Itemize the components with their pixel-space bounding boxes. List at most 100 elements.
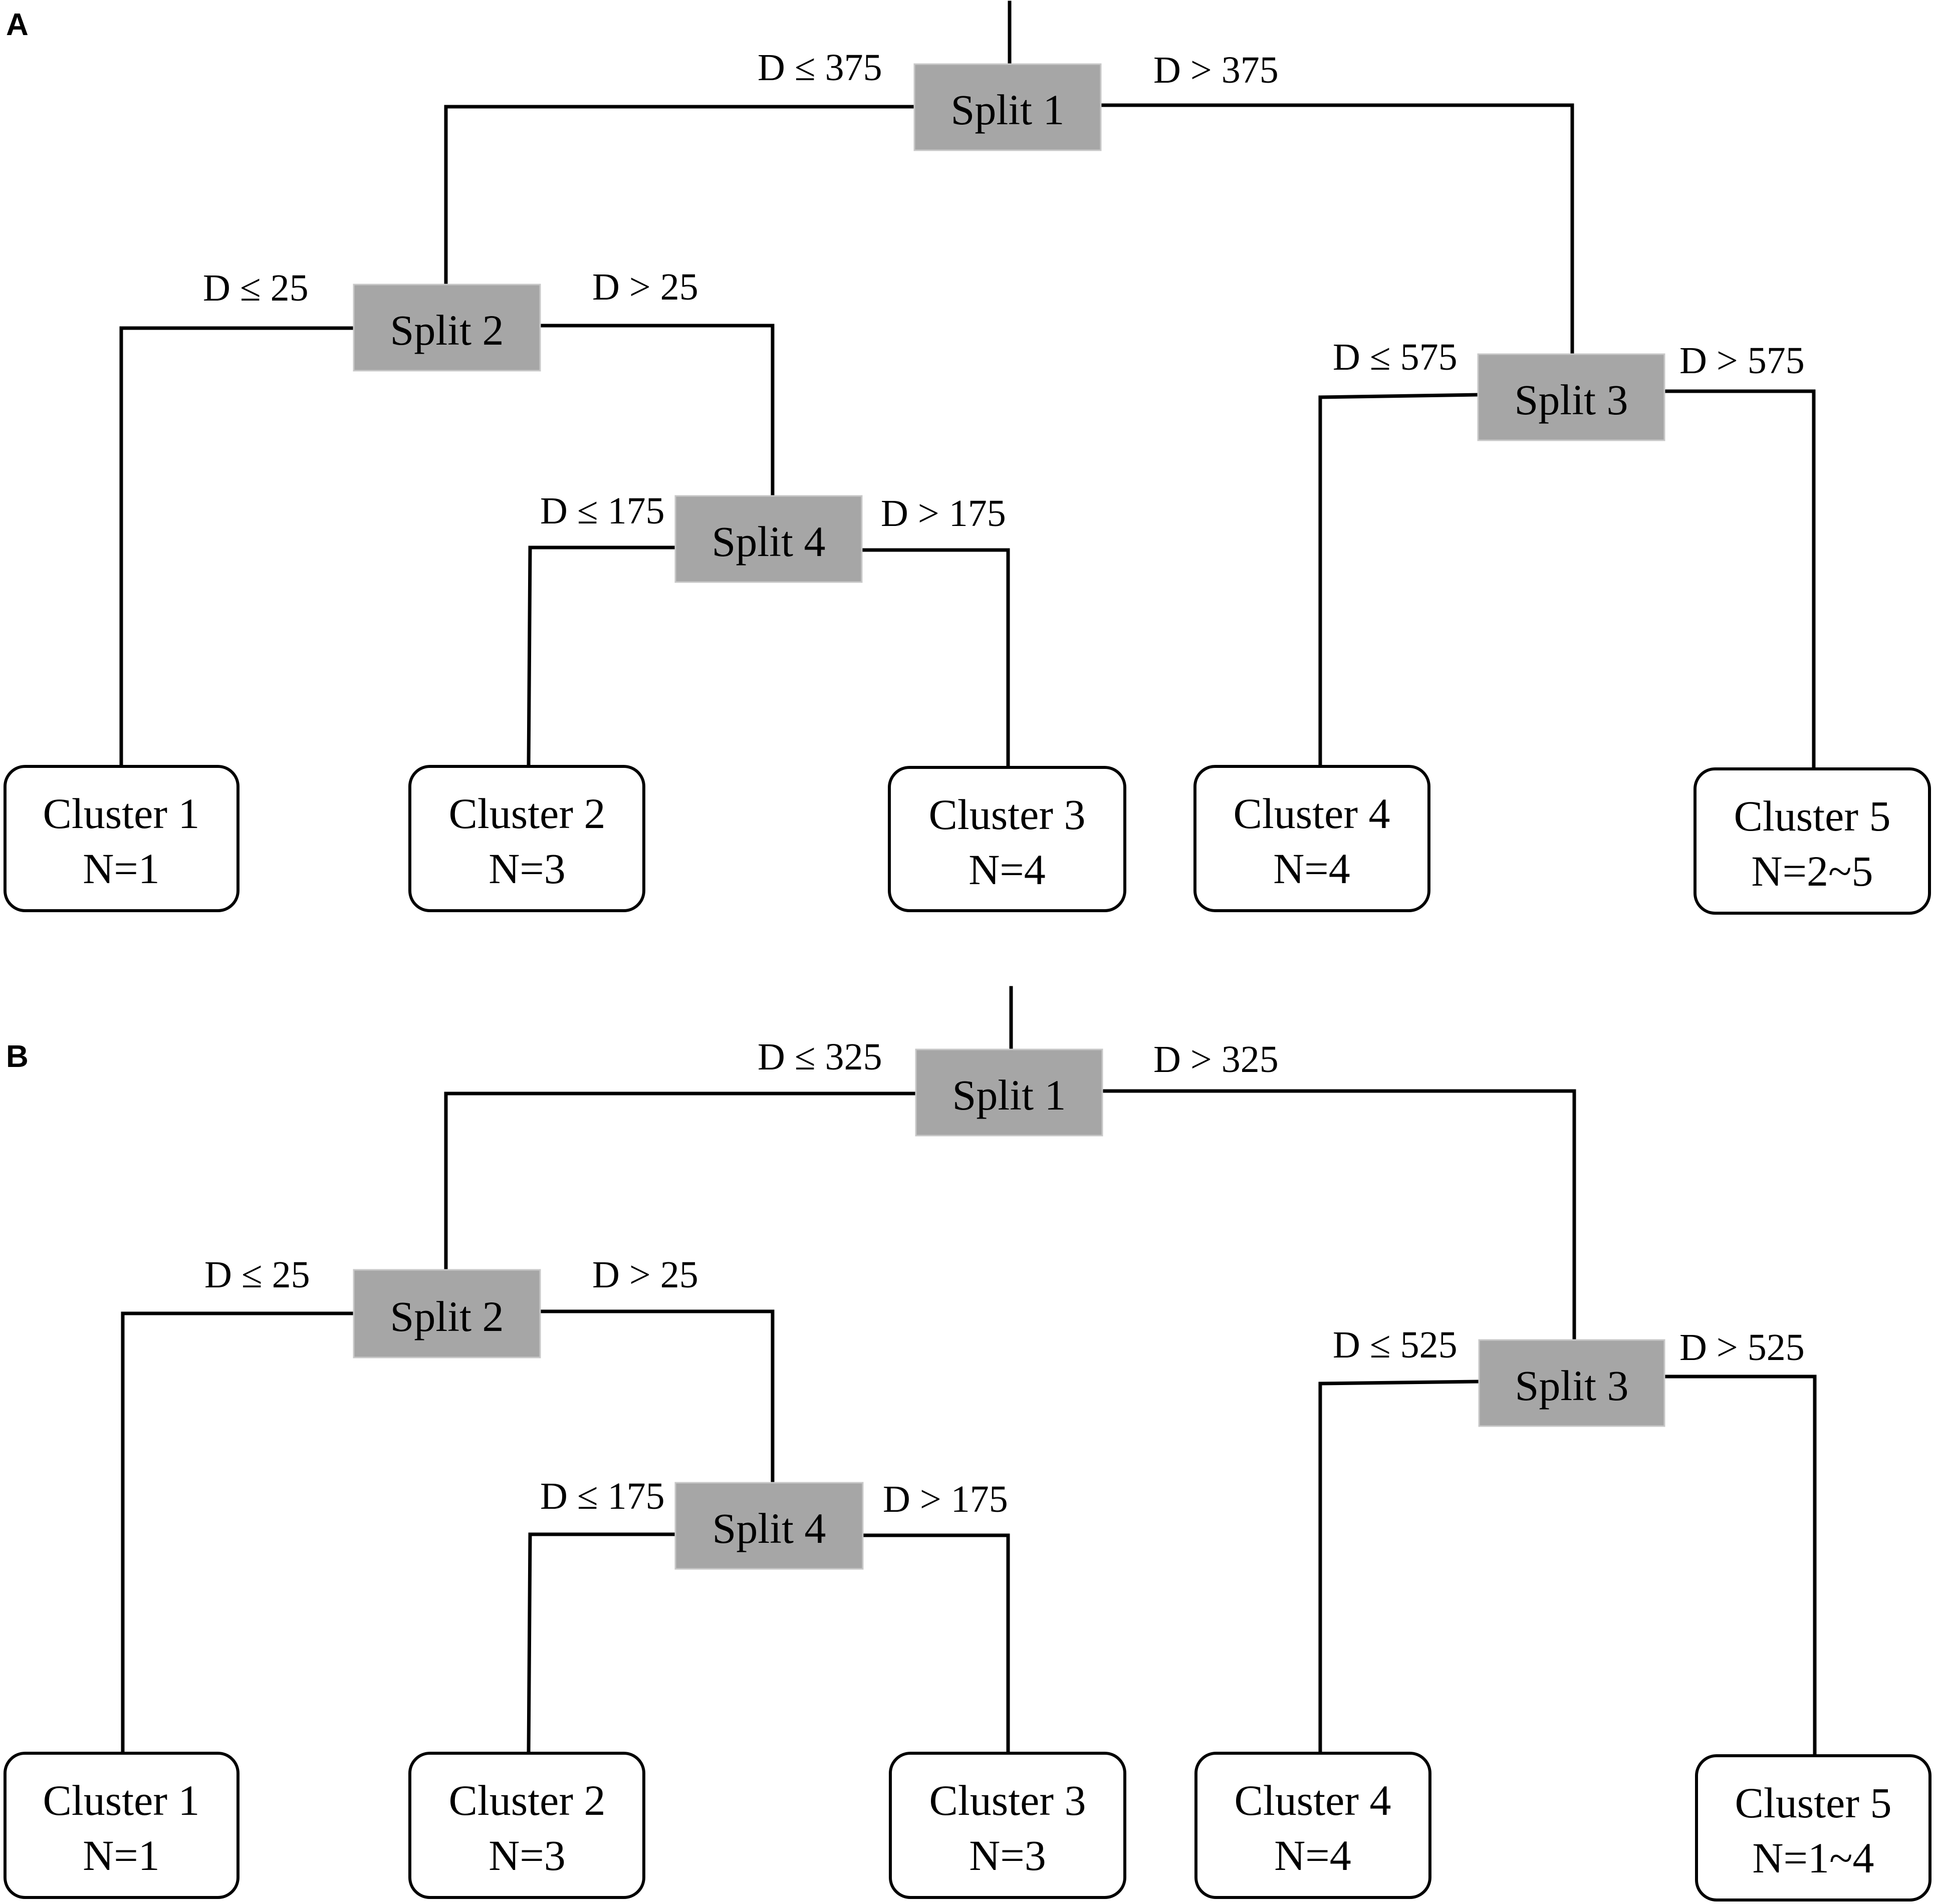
- cluster-name: Cluster 2: [449, 1776, 606, 1824]
- edge-label: D ≤ 25: [203, 267, 309, 309]
- split-node: Split 3: [1478, 1339, 1665, 1427]
- cluster-count: N=2~5: [1751, 847, 1873, 895]
- cluster-name: Cluster 4: [1235, 1776, 1391, 1824]
- split-label: Split 3: [1515, 1362, 1628, 1410]
- cluster-count: N=3: [489, 845, 566, 893]
- edge-label: D > 25: [592, 266, 698, 308]
- split-node: Split 1: [913, 63, 1102, 151]
- cluster-count: N=1~4: [1752, 1834, 1874, 1882]
- edge-label: D > 525: [1679, 1326, 1805, 1369]
- split-box: [915, 1048, 1103, 1137]
- cluster-count: N=4: [1274, 1831, 1351, 1879]
- edge-label: D ≤ 375: [758, 47, 882, 89]
- split-node: Split 4: [674, 495, 863, 583]
- edge-label: D > 175: [883, 1478, 1008, 1520]
- cluster-box: [4, 1752, 239, 1899]
- cluster-name: Cluster 5: [1734, 792, 1891, 840]
- split3-left-branch: [1318, 393, 1480, 768]
- edge-label: D ≤ 325: [758, 1036, 882, 1078]
- split3-right-branch: [1661, 389, 1816, 771]
- split-node: Split 2: [353, 1269, 541, 1358]
- split-box: [1478, 1339, 1665, 1427]
- tree-connectors: [119, 1, 1816, 771]
- cluster-name: Cluster 5: [1735, 1779, 1892, 1827]
- split-node: Split 2: [353, 284, 541, 372]
- split-node: Split 4: [674, 1482, 864, 1570]
- cluster-name: Cluster 3: [929, 790, 1086, 839]
- split-label: Split 1: [950, 86, 1064, 134]
- split1-left-branch: [444, 1092, 919, 1272]
- cluster-count: N=4: [1273, 845, 1350, 893]
- split1-right-branch: [1099, 1089, 1576, 1342]
- split4-right-branch: [860, 548, 1010, 771]
- cluster-node: Cluster 2 N=3: [408, 765, 645, 912]
- cluster-node: Cluster 5 N=1~4: [1695, 1754, 1931, 1901]
- cluster-node: Cluster 4 N=4: [1193, 765, 1430, 912]
- cluster-node: Cluster 3 N=3: [889, 1752, 1126, 1899]
- split-box: [1477, 353, 1665, 441]
- cluster-name: Cluster 4: [1234, 789, 1390, 838]
- split1-right-branch: [1098, 103, 1574, 356]
- split-box: [353, 284, 541, 372]
- split-label: Split 4: [711, 517, 825, 566]
- edge-label: D ≤ 25: [204, 1254, 310, 1296]
- split1-left-branch: [444, 105, 919, 287]
- split3-right-branch: [1661, 1375, 1817, 1758]
- split-box: [913, 63, 1102, 151]
- tree-connectors: [121, 986, 1817, 1758]
- split-label: Split 2: [390, 306, 504, 354]
- cluster-box: [408, 1752, 645, 1899]
- split-label: Split 4: [712, 1504, 826, 1552]
- cluster-box: [408, 765, 645, 912]
- panel-b: B Split 1 Split 2 Split 3 Split 4: [4, 986, 1931, 1901]
- edge-label: D ≤ 175: [540, 1475, 665, 1517]
- cluster-name: Cluster 3: [929, 1776, 1086, 1824]
- cluster-count: N=1: [83, 1831, 160, 1879]
- cluster-name: Cluster 1: [43, 1776, 200, 1824]
- split2-left-branch: [121, 1311, 358, 1755]
- split2-left-branch: [119, 326, 358, 768]
- split2-right-branch: [537, 324, 775, 498]
- cluster-box: [1194, 1752, 1431, 1899]
- edge-label: D > 25: [592, 1254, 698, 1296]
- cluster-count: N=4: [969, 846, 1046, 894]
- split2-right-branch: [538, 1309, 775, 1485]
- split-box: [674, 1482, 864, 1570]
- split-label: Split 1: [952, 1071, 1066, 1119]
- split4-left-branch: [527, 546, 678, 768]
- cluster-count: N=3: [489, 1831, 566, 1879]
- cluster-name: Cluster 2: [449, 789, 606, 838]
- split4-left-branch: [527, 1532, 678, 1755]
- cluster-count: N=1: [83, 845, 160, 893]
- cluster-node: Cluster 1 N=1: [4, 1752, 239, 1899]
- split3-left-branch: [1318, 1380, 1480, 1755]
- cluster-node: Cluster 1 N=1: [4, 765, 239, 912]
- cluster-box: [888, 766, 1126, 912]
- edge-label: D > 325: [1153, 1038, 1279, 1080]
- cluster-node: Cluster 2 N=3: [408, 1752, 645, 1899]
- edge-label: D > 575: [1679, 340, 1805, 382]
- edge-label: D ≤ 175: [540, 490, 665, 532]
- cluster-node: Cluster 4 N=4: [1194, 1752, 1431, 1899]
- cluster-name: Cluster 1: [43, 789, 200, 838]
- edge-label: D > 375: [1153, 49, 1279, 91]
- cluster-box: [889, 1752, 1126, 1899]
- panel-label: A: [6, 8, 29, 42]
- cluster-count: N=3: [969, 1831, 1046, 1879]
- split-box: [674, 495, 863, 583]
- cluster-node: Cluster 3 N=4: [888, 766, 1126, 912]
- cluster-box: [4, 765, 239, 912]
- split4-right-branch: [861, 1533, 1010, 1755]
- split-node: Split 1: [915, 1048, 1103, 1137]
- split-box: [353, 1269, 541, 1358]
- cluster-node: Cluster 5 N=2~5: [1694, 767, 1931, 915]
- split-label: Split 3: [1514, 376, 1628, 424]
- edge-label: D ≤ 525: [1333, 1324, 1458, 1366]
- split-node: Split 3: [1477, 353, 1665, 441]
- split-label: Split 2: [390, 1292, 504, 1340]
- panel-a: A Split 1 Split 2 Split 3 Sp: [4, 1, 1931, 915]
- panel-label: B: [6, 1039, 29, 1074]
- cluster-box: [1694, 767, 1931, 915]
- edge-label: D > 175: [881, 492, 1006, 534]
